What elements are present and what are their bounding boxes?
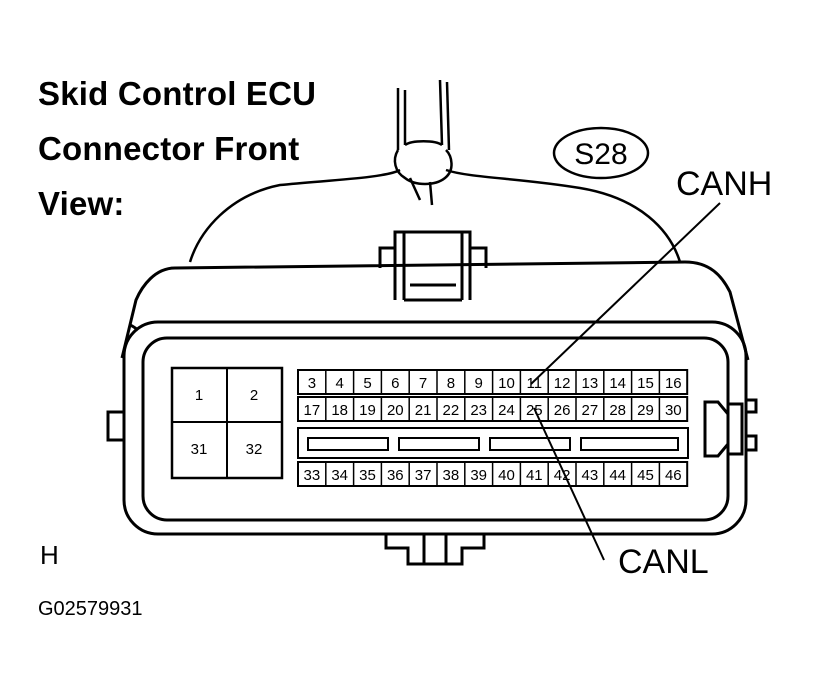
pin-label-19: 19 [359,402,376,419]
pin-label-8: 8 [447,375,455,392]
title-line-3: View: [38,185,125,222]
pin-label-6: 6 [391,375,399,392]
pin-label-41: 41 [526,467,543,484]
canl-leader-line [533,407,605,561]
pin-label-46: 46 [665,467,682,484]
pin-label-35: 35 [359,467,376,484]
slot-bars [297,427,689,459]
pin-label-13: 13 [582,375,599,392]
pin-label-2: 2 [250,387,258,404]
pin-label-45: 45 [637,467,654,484]
large-pin-block [170,366,284,480]
pin-label-38: 38 [443,467,460,484]
figure-id: G02579931 [38,598,143,620]
pin-label-15: 15 [637,375,654,392]
connector-code: S28 [574,138,627,171]
canl-callout: CANL [618,543,709,581]
pin-label-44: 44 [609,467,626,484]
connector-code-oval [552,126,650,180]
pin-label-32: 32 [246,441,263,458]
pin-label-4: 4 [336,375,344,392]
connector-shell [106,230,758,566]
pin-label-21: 21 [415,402,432,419]
pin-label-30: 30 [665,402,682,419]
pin-label-22: 22 [443,402,460,419]
pin-label-12: 12 [554,375,571,392]
pin-label-31: 31 [191,441,208,458]
pin-label-34: 34 [331,467,348,484]
canh-leader-line [530,202,721,385]
pin-label-14: 14 [609,375,626,392]
pin-label-10: 10 [498,375,515,392]
canh-callout: CANH [676,165,773,203]
wire-harness [188,79,682,263]
pin-label-37: 37 [415,467,432,484]
pin-label-27: 27 [582,402,599,419]
pin-label-5: 5 [363,375,371,392]
pin-label-29: 29 [637,402,654,419]
pin-label-28: 28 [609,402,626,419]
pin-label-26: 26 [554,402,571,419]
pin-label-7: 7 [419,375,427,392]
pin-label-24: 24 [498,402,515,419]
pin-label-43: 43 [582,467,599,484]
pin-label-3: 3 [308,375,316,392]
leader-lines [530,202,721,561]
pin-label-39: 39 [470,467,487,484]
pin-label-1: 1 [195,387,203,404]
pin-label-23: 23 [470,402,487,419]
side-label: H [40,540,59,570]
pin-label-36: 36 [387,467,404,484]
pin-label-33: 33 [304,467,321,484]
pin-label-9: 9 [475,375,483,392]
title-line-1: Skid Control ECU [38,75,317,112]
pin-label-11: 11 [527,375,543,392]
pin-label-16: 16 [665,375,682,392]
pin-label-18: 18 [331,402,348,419]
pin-label-17: 17 [304,402,321,419]
pin-label-20: 20 [387,402,404,419]
title-line-2: Connector Front [38,130,300,167]
pin-label-40: 40 [498,467,515,484]
